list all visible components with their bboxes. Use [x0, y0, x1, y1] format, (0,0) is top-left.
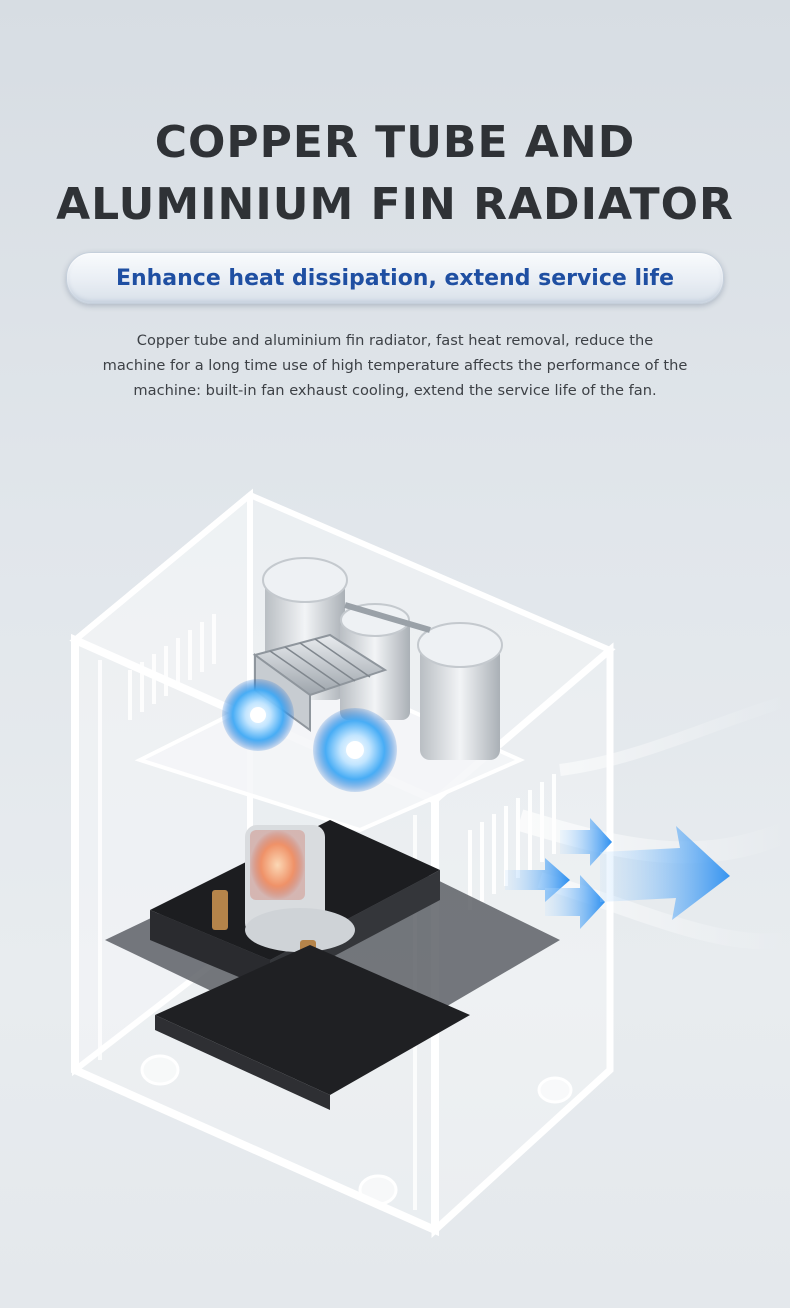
tagline-text: Enhance heat dissipation, extend service…	[115, 265, 675, 291]
description-line-2: machine for a long time use of high temp…	[102, 357, 688, 374]
cooling-fan-icon	[222, 679, 397, 792]
machine-illustration	[69, 488, 790, 1238]
description-line-1: Copper tube and aluminium fin radiator, …	[136, 332, 654, 349]
casters	[140, 1054, 573, 1206]
tagline-badge: Enhance heat dissipation, extend service…	[66, 252, 724, 304]
headline-line-2: ALUMINIUM FIN RADIATOR	[56, 179, 734, 230]
right-vents	[468, 774, 556, 910]
left-vents	[128, 614, 216, 720]
airflow-arrow-icon	[505, 818, 730, 929]
description-line-3: machine: built-in fan exhaust cooling, e…	[133, 382, 657, 399]
headline: COPPER TUBE AND ALUMINIUM FIN RADIATOR	[0, 112, 790, 236]
headline-line-1: COPPER TUBE AND	[154, 117, 636, 168]
lower-shelf	[155, 945, 470, 1110]
description: Copper tube and aluminium fin radiator, …	[30, 328, 760, 403]
